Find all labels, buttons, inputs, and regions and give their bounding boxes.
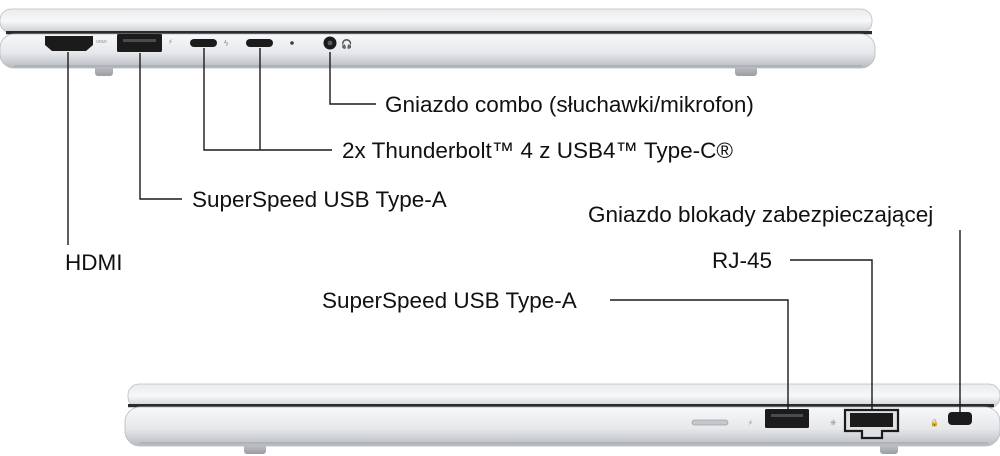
leader-usb-a-left	[139, 53, 182, 200]
laptop-right-side-view: ⚡ ⎈ 🔒 Gniazdo blokady zabezpieczającej R…	[124, 202, 1000, 454]
label-audio-combo: Gniazdo combo (słuchawki/mikrofon)	[385, 92, 754, 117]
label-rj45: RJ-45	[712, 248, 772, 273]
leader-usb-a-right	[610, 299, 789, 409]
status-led	[290, 41, 294, 45]
label-usb-a-right: SuperSpeed USB Type-A	[322, 288, 577, 313]
hinge-seam	[6, 31, 872, 35]
foot-left-r	[244, 444, 266, 454]
network-marking-icon: ⎈	[830, 418, 837, 427]
usb-a-port-right	[765, 409, 809, 428]
usb-ss-marking-icon-r: ⚡	[748, 419, 753, 427]
label-hdmi: HDMI	[65, 250, 123, 275]
foot-right-r	[880, 444, 898, 454]
base-edge	[0, 33, 876, 69]
thunderbolt-port-1	[190, 39, 217, 47]
leader-audio	[329, 52, 376, 105]
thunderbolt-port-2	[246, 39, 273, 47]
hdmi-port	[45, 36, 93, 51]
thunderbolt-marking-icon: ϟ	[224, 39, 229, 48]
label-usb-a-left: SuperSpeed USB Type-A	[192, 187, 447, 212]
leader-rj45	[790, 259, 873, 410]
usb-a-port-left	[117, 34, 162, 52]
usb-ss-marking-icon: ⚡	[168, 38, 173, 46]
headset-marking-icon: 🎧	[341, 38, 352, 49]
lid-edge	[0, 8, 873, 34]
hdmi-port-marking: HDMI	[96, 39, 107, 44]
laptop-left-side-view: HDMI ⚡ ϟ 🎧 Gniazdo combo (słuchawki/mikr…	[0, 8, 876, 275]
hinge-seam-r	[128, 404, 994, 408]
leader-thunderbolt	[203, 48, 332, 151]
lock-marking-icon: 🔒	[930, 419, 939, 427]
label-security-lock: Gniazdo blokady zabezpieczającej	[588, 202, 933, 227]
power-indicator-slot	[691, 419, 729, 426]
label-thunderbolt: 2x Thunderbolt™ 4 z USB4™ Type-C®	[342, 138, 733, 163]
security-lock-slot	[948, 412, 972, 425]
